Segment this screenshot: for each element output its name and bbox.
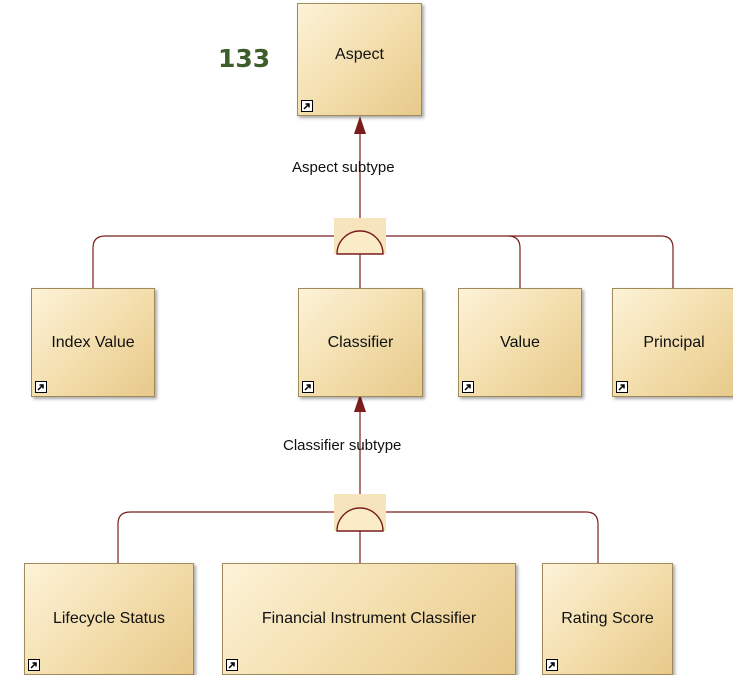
classifier-subtype-connectors (117, 410, 599, 563)
classifier-subtype-symbol-icon[interactable] (334, 494, 386, 532)
shortcut-arrow-icon[interactable] (301, 100, 313, 112)
page-number: 133 (218, 44, 271, 73)
entity-value-label: Value (500, 333, 540, 351)
connector-value (382, 235, 521, 288)
aspect-subtype-label[interactable]: Aspect subtype (292, 159, 395, 176)
entity-financial-instrument-classifier-label: Financial Instrument Classifier (261, 610, 477, 627)
entity-lifecycle-status[interactable]: Lifecycle Status (24, 563, 194, 675)
entity-classifier-label: Classifier (327, 333, 394, 351)
arrowhead-classifier (354, 394, 366, 412)
classifier-subtype-label[interactable]: Classifier subtype (283, 437, 402, 454)
shortcut-arrow-icon[interactable] (226, 659, 238, 671)
connector-lifecycle-status (117, 511, 338, 563)
entity-aspect[interactable]: Aspect (297, 3, 422, 116)
entity-rating-score[interactable]: Rating Score (542, 563, 673, 675)
shortcut-arrow-icon[interactable] (28, 659, 40, 671)
entity-aspect-label: Aspect (335, 45, 384, 63)
entity-lifecycle-status-label: Lifecycle Status (52, 610, 166, 627)
shortcut-arrow-icon[interactable] (546, 659, 558, 671)
entity-index-value[interactable]: Index Value (31, 288, 155, 397)
entity-index-value-label: Index Value (51, 333, 135, 351)
aspect-subtype-connectors (92, 132, 674, 288)
entity-principal[interactable]: Principal (612, 288, 733, 397)
entity-value[interactable]: Value (458, 288, 582, 397)
arrowhead-aspect (354, 116, 366, 134)
shortcut-arrow-icon[interactable] (302, 381, 314, 393)
connector-index-value (92, 235, 338, 288)
shortcut-arrow-icon[interactable] (616, 381, 628, 393)
shortcut-arrow-icon[interactable] (35, 381, 47, 393)
entity-principal-label: Principal (643, 333, 705, 351)
entity-classifier[interactable]: Classifier (298, 288, 423, 397)
connector-principal (508, 235, 674, 288)
shortcut-arrow-icon[interactable] (462, 381, 474, 393)
entity-rating-score-label: Rating Score (561, 610, 654, 627)
connector-rating-score (382, 511, 599, 563)
entity-financial-instrument-classifier[interactable]: Financial Instrument Classifier (222, 563, 516, 675)
aspect-subtype-symbol-icon[interactable] (334, 218, 386, 255)
